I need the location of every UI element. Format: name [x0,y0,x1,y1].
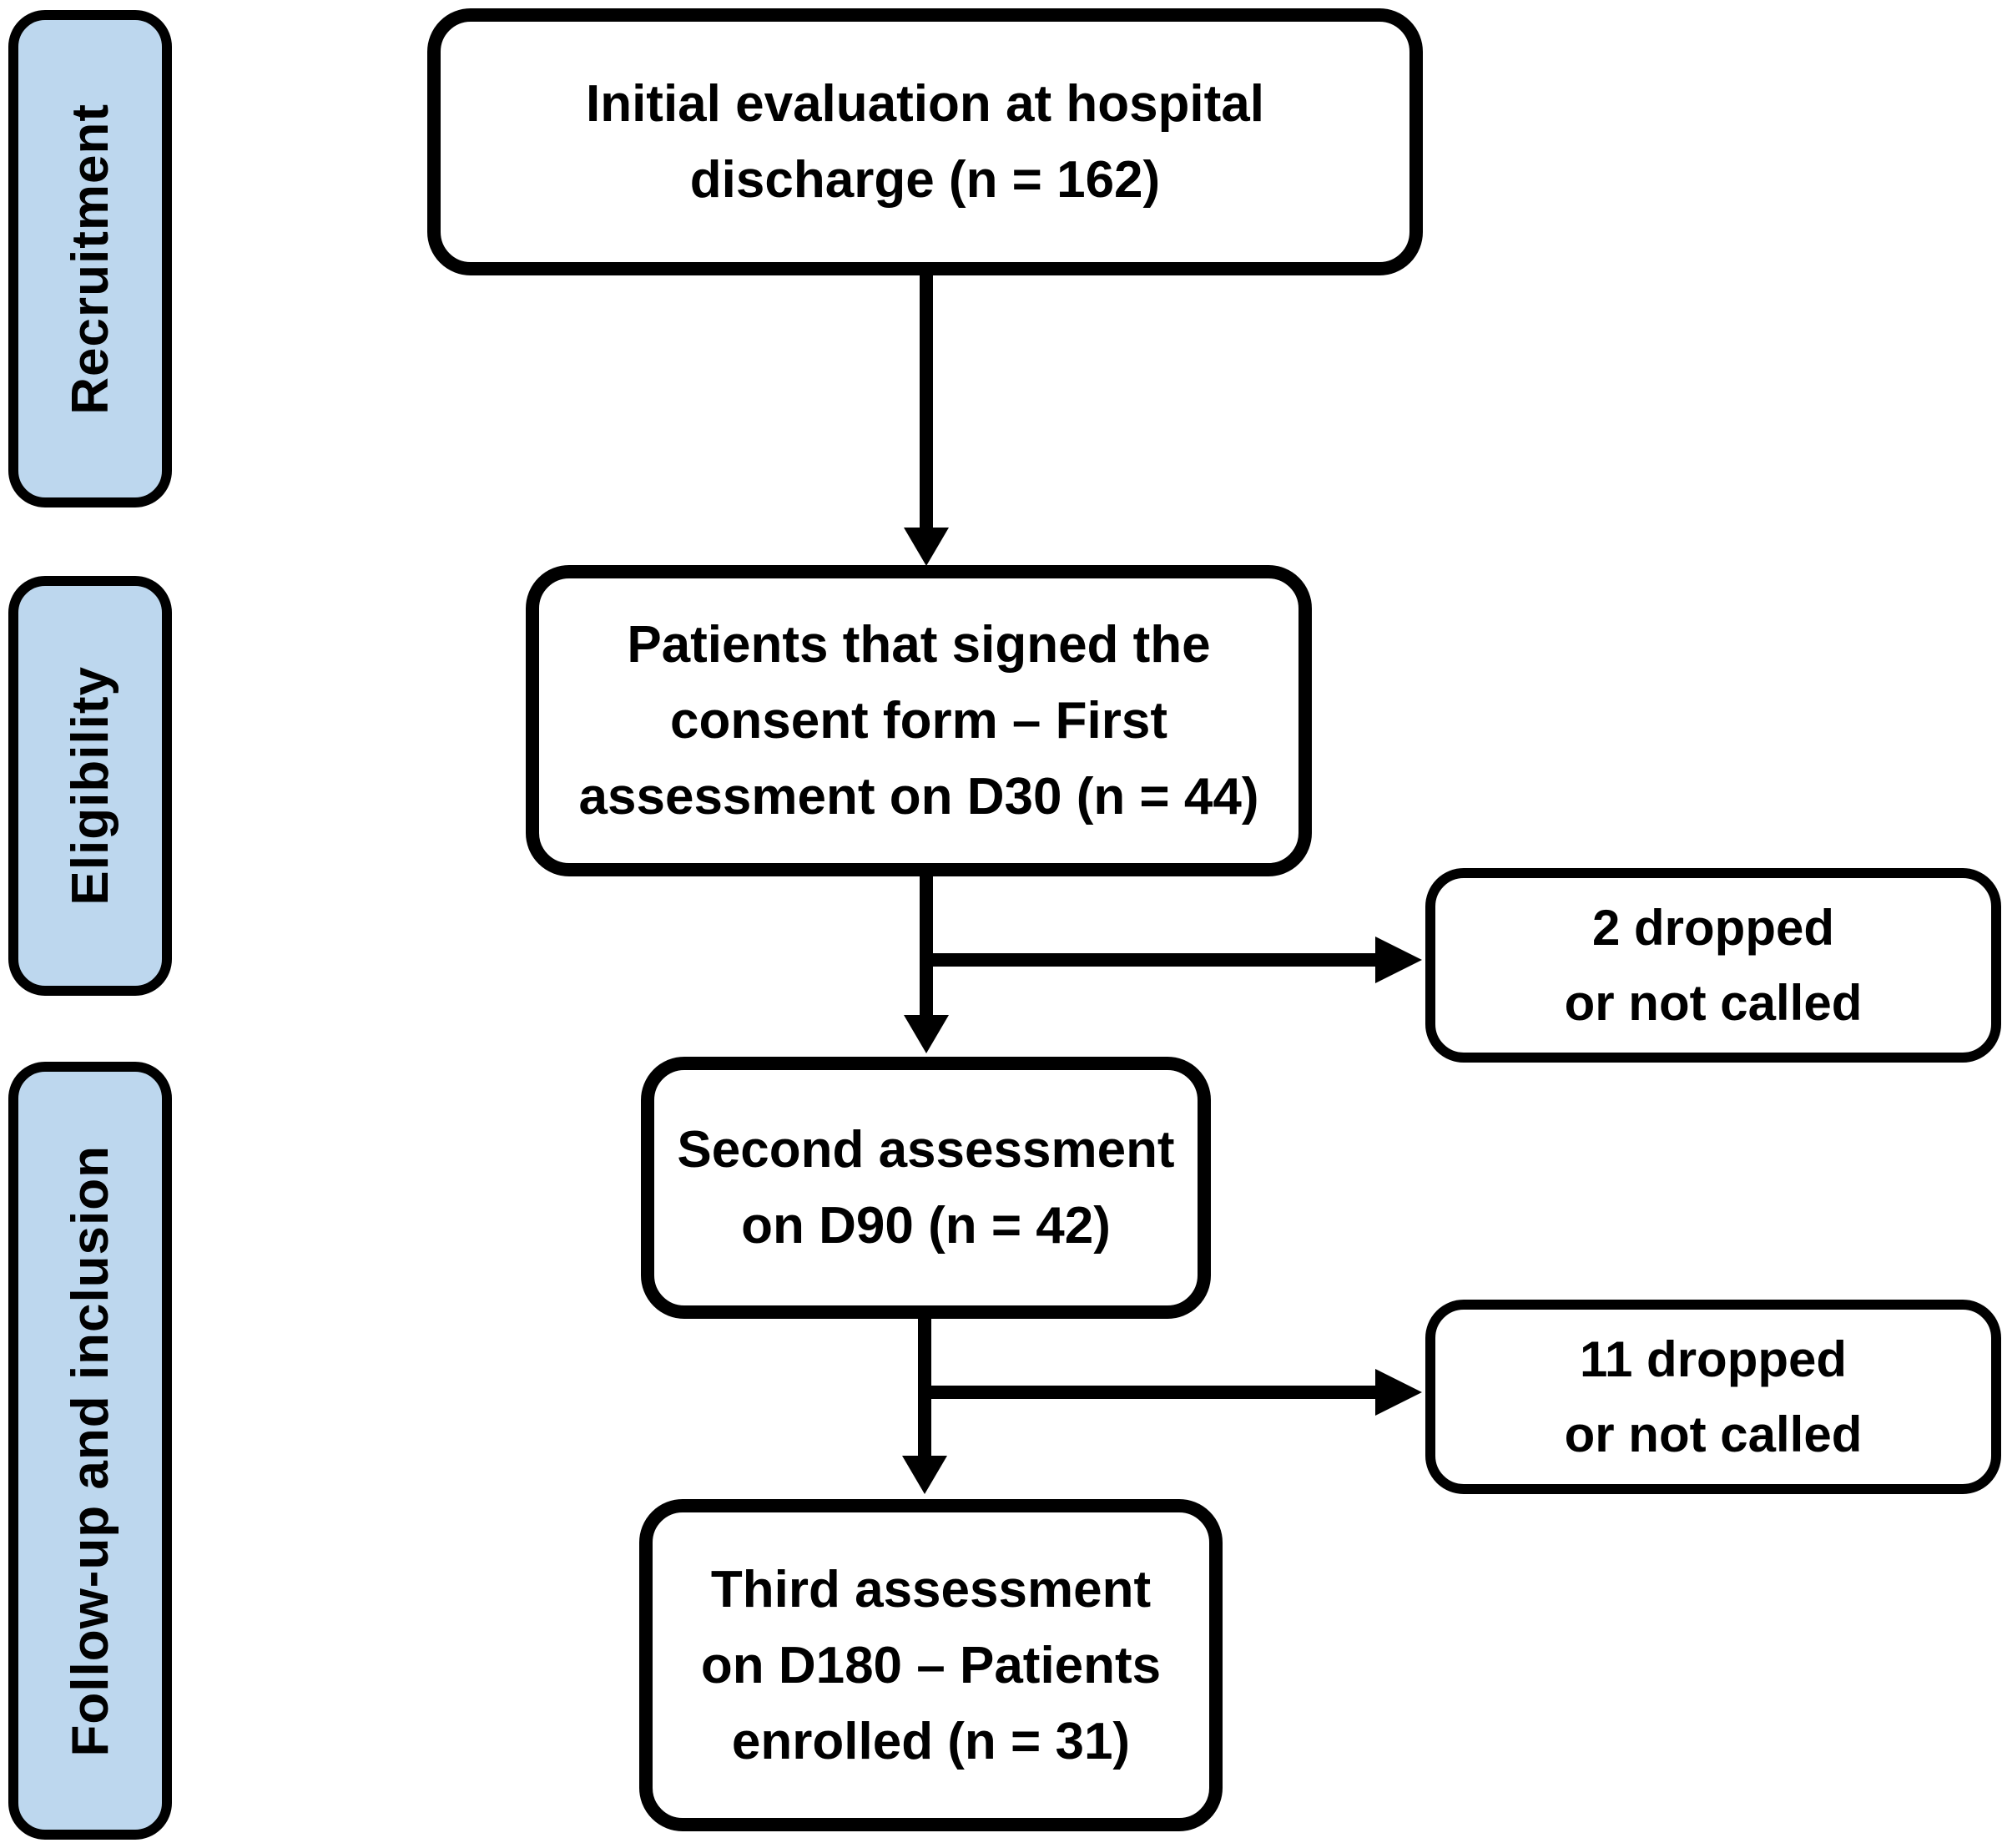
arrow-step3-to-step4-head [902,1456,947,1494]
stage-box-recruitment: Recruitment [8,10,172,507]
stage-label-eligibility: Eligibility [61,666,119,906]
flow-box-second-assessment-text: Second assessment on D90 (n = 42) [677,1121,1175,1255]
stage-label-follow-up-and-inclusion: Follow-up and inclusion [61,1144,119,1757]
arrow-step2-to-dropout1-head [1375,937,1422,983]
flow-box-third-assessment: Third assessment on D180 – Patients enro… [639,1499,1223,1831]
arrow-step3-to-dropout2-head [1375,1369,1422,1416]
side-box-dropout-after-step2: 2 dropped or not called [1425,868,2001,1063]
side-box-dropout-after-step3-text: 11 dropped or not called [1564,1330,1863,1462]
side-box-dropout-after-step3: 11 dropped or not called [1425,1300,2001,1494]
stage-label-recruitment: Recruitment [61,103,119,415]
flow-box-initial-evaluation: Initial evaluation at hospital discharge… [427,8,1423,275]
arrow-step1-to-step2-head [904,528,949,566]
flow-box-initial-evaluation-text: Initial evaluation at hospital discharge… [585,75,1265,209]
side-box-dropout-after-step2-text: 2 dropped or not called [1564,899,1863,1031]
flow-box-third-assessment-text: Third assessment on D180 – Patients enro… [700,1560,1162,1770]
stage-box-follow-up-and-inclusion: Follow-up and inclusion [8,1062,172,1840]
arrow-step2-to-step3-head [904,1015,949,1053]
stage-box-eligibility: Eligibility [8,576,172,996]
flow-box-consent-first-assessment-text: Patients that signed the consent form – … [578,616,1259,826]
flow-box-second-assessment: Second assessment on D90 (n = 42) [641,1057,1211,1319]
flow-box-consent-first-assessment: Patients that signed the consent form – … [526,565,1312,876]
